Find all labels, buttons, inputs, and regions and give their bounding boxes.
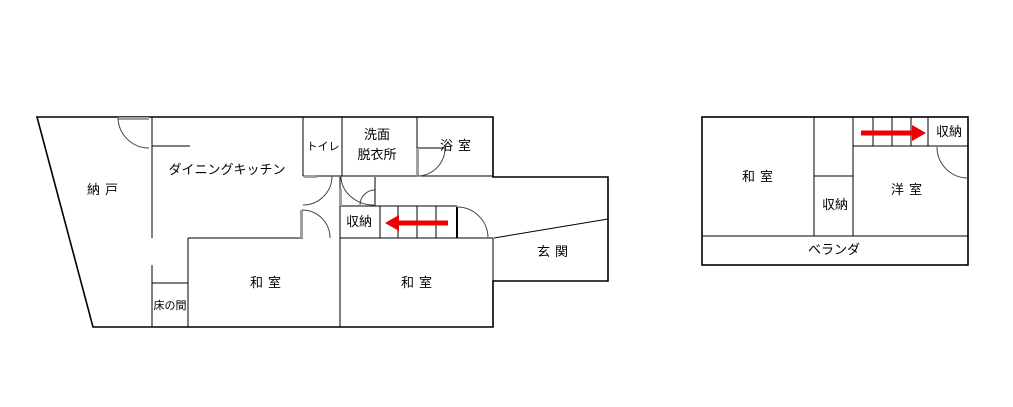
room-label-washitsu-left: 和室 — [249, 274, 287, 290]
youshitsu-door-arc — [936, 146, 969, 179]
hallbox-door-leaf — [339, 189, 342, 206]
room-label-closet-2f-topright: 収納 — [935, 123, 963, 139]
room-label-washitsu-right: 和室 — [400, 274, 438, 290]
hallbox-door-arc-small — [359, 189, 376, 206]
room-label-tokonoma: 床の間 — [153, 299, 187, 312]
bathroom-door-leaf — [416, 148, 419, 176]
floor1-outer-wall — [35, 116, 609, 328]
toilet-door-leaf — [304, 175, 317, 178]
hall-washitsu-door-leaf — [300, 210, 303, 238]
hall-washitsu-door-arc — [301, 209, 331, 239]
nando-door-arc — [117, 116, 150, 149]
room-label-washroom-line1: 洗面 — [363, 126, 391, 142]
floor1-plan — [35, 116, 609, 328]
room-label-closet-2f-middle: 収納 — [821, 196, 849, 212]
room-label-bathroom: 浴室 — [439, 137, 477, 153]
nando-door-leaf — [118, 117, 149, 120]
floor2-outer-wall — [701, 116, 969, 266]
hallbox-door-arc-large — [340, 175, 375, 206]
room-label-veranda: ベランダ — [807, 241, 861, 257]
floor2-plan — [701, 116, 969, 266]
bathroom-door-arc — [416, 147, 446, 177]
toilet-door-arc — [302, 175, 333, 206]
floor1-stairs-arrow — [385, 215, 448, 231]
floor1-arrow-head — [385, 215, 399, 231]
room-label-youshitsu: 洋室 — [890, 181, 928, 197]
room-label-genkan: 玄関 — [536, 243, 574, 259]
floor2-stairs-arrow — [861, 125, 926, 141]
room-label-washitsu-2f: 和室 — [741, 168, 779, 184]
room-label-dining-kitchen: ダイニングキッチン — [168, 161, 286, 177]
floor2-arrow-head — [912, 125, 926, 141]
entrance-door-arc — [456, 206, 489, 239]
genkan-step-slant — [493, 218, 609, 239]
room-label-washroom-line2: 脱衣所 — [357, 146, 397, 162]
room-label-toilet: トイレ — [306, 140, 340, 153]
room-label-closet-1f: 収納 — [345, 213, 373, 229]
room-label-nando: 納戸 — [86, 181, 124, 197]
